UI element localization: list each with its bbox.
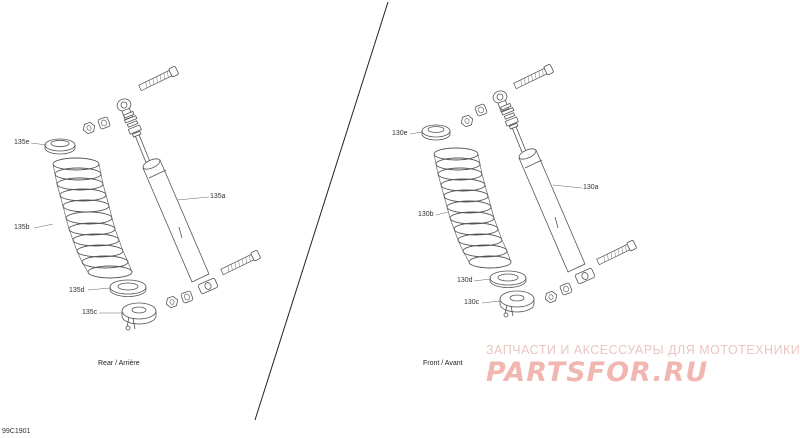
- rear-spring-seat: [109, 279, 147, 297]
- label-135d: 135d: [69, 287, 85, 294]
- rear-lower-bolt: [219, 249, 262, 277]
- rear-lower-nut: [164, 294, 180, 310]
- rear-lower-bushing: [180, 290, 194, 304]
- front-lower-nut: [543, 289, 559, 305]
- label-135e: 135e: [14, 139, 30, 146]
- front-upper-nut: [459, 113, 475, 129]
- divider-line: [254, 1, 389, 421]
- label-135a: 135a: [210, 193, 226, 200]
- caption-front: Front / Avant: [423, 360, 463, 367]
- front-shock-absorber: [492, 90, 596, 284]
- front-upper-bushing: [474, 103, 488, 117]
- label-135c: 135c: [82, 309, 98, 316]
- diagram-code: 99C1901: [2, 428, 31, 435]
- front-lower-bolt: [595, 239, 638, 267]
- rear-upper-bushing: [97, 116, 111, 130]
- rear-spring-cap: [44, 138, 76, 155]
- rear-upper-bolt: [137, 65, 180, 93]
- label-130a: 130a: [583, 184, 599, 191]
- front-spring-cap: [421, 124, 451, 141]
- watermark-logo: PARTSFOR.RU: [486, 357, 709, 388]
- front-upper-bolt: [512, 63, 555, 91]
- caption-rear: Rear / Arrière: [98, 360, 140, 367]
- front-collar: [499, 290, 535, 318]
- label-130c: 130c: [464, 299, 480, 306]
- rear-upper-nut: [81, 120, 97, 136]
- rear-collar: [121, 302, 157, 331]
- label-130e: 130e: [392, 130, 408, 137]
- front-coil-spring: [433, 147, 512, 269]
- label-130d: 130d: [457, 277, 473, 284]
- rear-shock-absorber: [116, 98, 219, 294]
- front-assembly: [409, 63, 638, 318]
- rear-coil-spring: [52, 157, 133, 279]
- label-135b: 135b: [14, 224, 30, 231]
- front-lower-bushing: [559, 282, 573, 296]
- watermark-text: ЗАПЧАСТИ И АКСЕССУАРЫ ДЛЯ МОТОТЕХНИКИ: [486, 343, 800, 357]
- rear-assembly: [30, 65, 262, 331]
- front-spring-seat: [489, 270, 527, 288]
- label-130b: 130b: [418, 211, 434, 218]
